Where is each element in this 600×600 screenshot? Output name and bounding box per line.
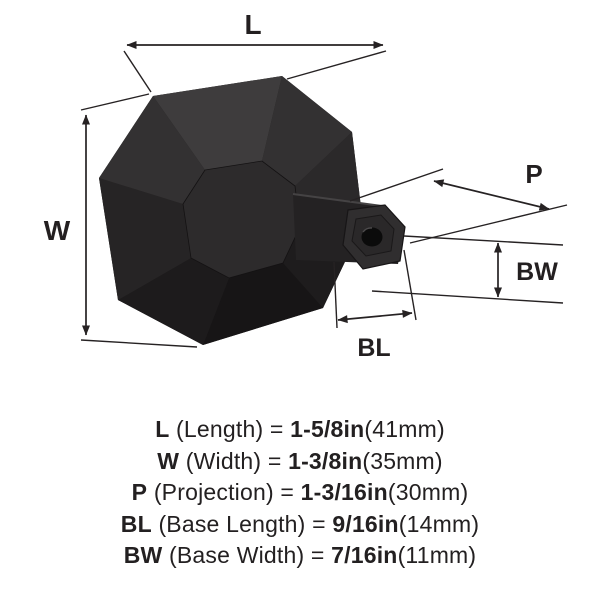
knob-facet-left	[99, 178, 191, 300]
spec-label: (Projection) =	[153, 479, 295, 505]
screw-hole-highlight	[362, 227, 373, 233]
screw-hole	[361, 227, 383, 247]
stem-top-highlight	[292, 193, 383, 207]
ext-line	[371, 290, 564, 304]
spec-abbr: W	[157, 447, 180, 474]
spec-metric: (11mm)	[397, 542, 477, 568]
spec-label: (Base Width) =	[169, 542, 325, 568]
dimension-width: W	[44, 93, 198, 348]
spec-value: 1-3/16in	[300, 479, 388, 505]
spec-metric: (30mm)	[387, 479, 469, 505]
dim-line-P	[433, 179, 550, 211]
spec-line-projection: P (Projection) = 1-3/16in(30mm)	[0, 477, 600, 509]
knob-facet-lower-left	[118, 258, 229, 345]
spec-list: L (Length) = 1-5/8in(41mm) W (Width) = 1…	[0, 414, 600, 572]
spec-line-base-length: BL (Base Length) = 9/16in(14mm)	[0, 509, 600, 541]
knob-facet-upper-left	[99, 96, 205, 204]
dim-label-W: W	[44, 215, 71, 246]
ext-line	[123, 50, 152, 93]
knob-facet-bottom	[203, 263, 323, 345]
spec-value: 7/16in	[331, 542, 398, 568]
ext-line	[333, 261, 338, 329]
spec-metric: (14mm)	[398, 510, 480, 537]
spec-value: 9/16in	[332, 510, 399, 537]
spec-label: (Base Length) =	[158, 510, 326, 537]
spec-abbr: BW	[123, 542, 163, 568]
spec-line-width: W (Width) = 1-3/8in(35mm)	[0, 446, 600, 478]
knob-facet-top	[153, 76, 282, 170]
dimension-base-width: BW	[371, 235, 564, 304]
ext-line	[80, 93, 150, 111]
spec-abbr: BL	[120, 510, 152, 537]
dim-label-BL: BL	[357, 334, 390, 362]
dimension-projection: P	[349, 159, 568, 244]
ext-line	[349, 168, 444, 202]
spec-label: (Length) =	[176, 416, 284, 442]
spec-line-length: L (Length) = 1-5/8in(41mm)	[0, 414, 600, 446]
spec-metric: (35mm)	[362, 447, 443, 474]
spec-metric: (41mm)	[364, 416, 445, 442]
dim-label-L: L	[244, 9, 261, 40]
dim-line-BL	[337, 309, 413, 324]
product-dimension-diagram: L W P BW BL	[44, 9, 568, 362]
ext-line	[80, 339, 198, 348]
ext-line	[403, 235, 564, 246]
spec-value: 1-5/8in	[290, 416, 365, 442]
knob-face-plateau	[182, 160, 301, 279]
ext-line	[409, 204, 568, 244]
ext-line	[286, 50, 387, 80]
spec-label: (Width) =	[185, 447, 282, 474]
spec-line-base-width: BW (Base Width) = 7/16in(11mm)	[0, 540, 600, 572]
dim-label-P: P	[525, 159, 542, 189]
spec-value: 1-3/8in	[288, 447, 363, 474]
knob-facet-upper-right	[262, 76, 352, 186]
spec-abbr: P	[131, 479, 148, 505]
dimension-base-length: BL	[333, 249, 417, 362]
knob-illustration	[99, 76, 406, 345]
dim-label-BW: BW	[516, 258, 558, 286]
spec-abbr: L	[155, 416, 170, 442]
dimension-length: L	[123, 9, 387, 93]
ext-line	[403, 249, 417, 321]
